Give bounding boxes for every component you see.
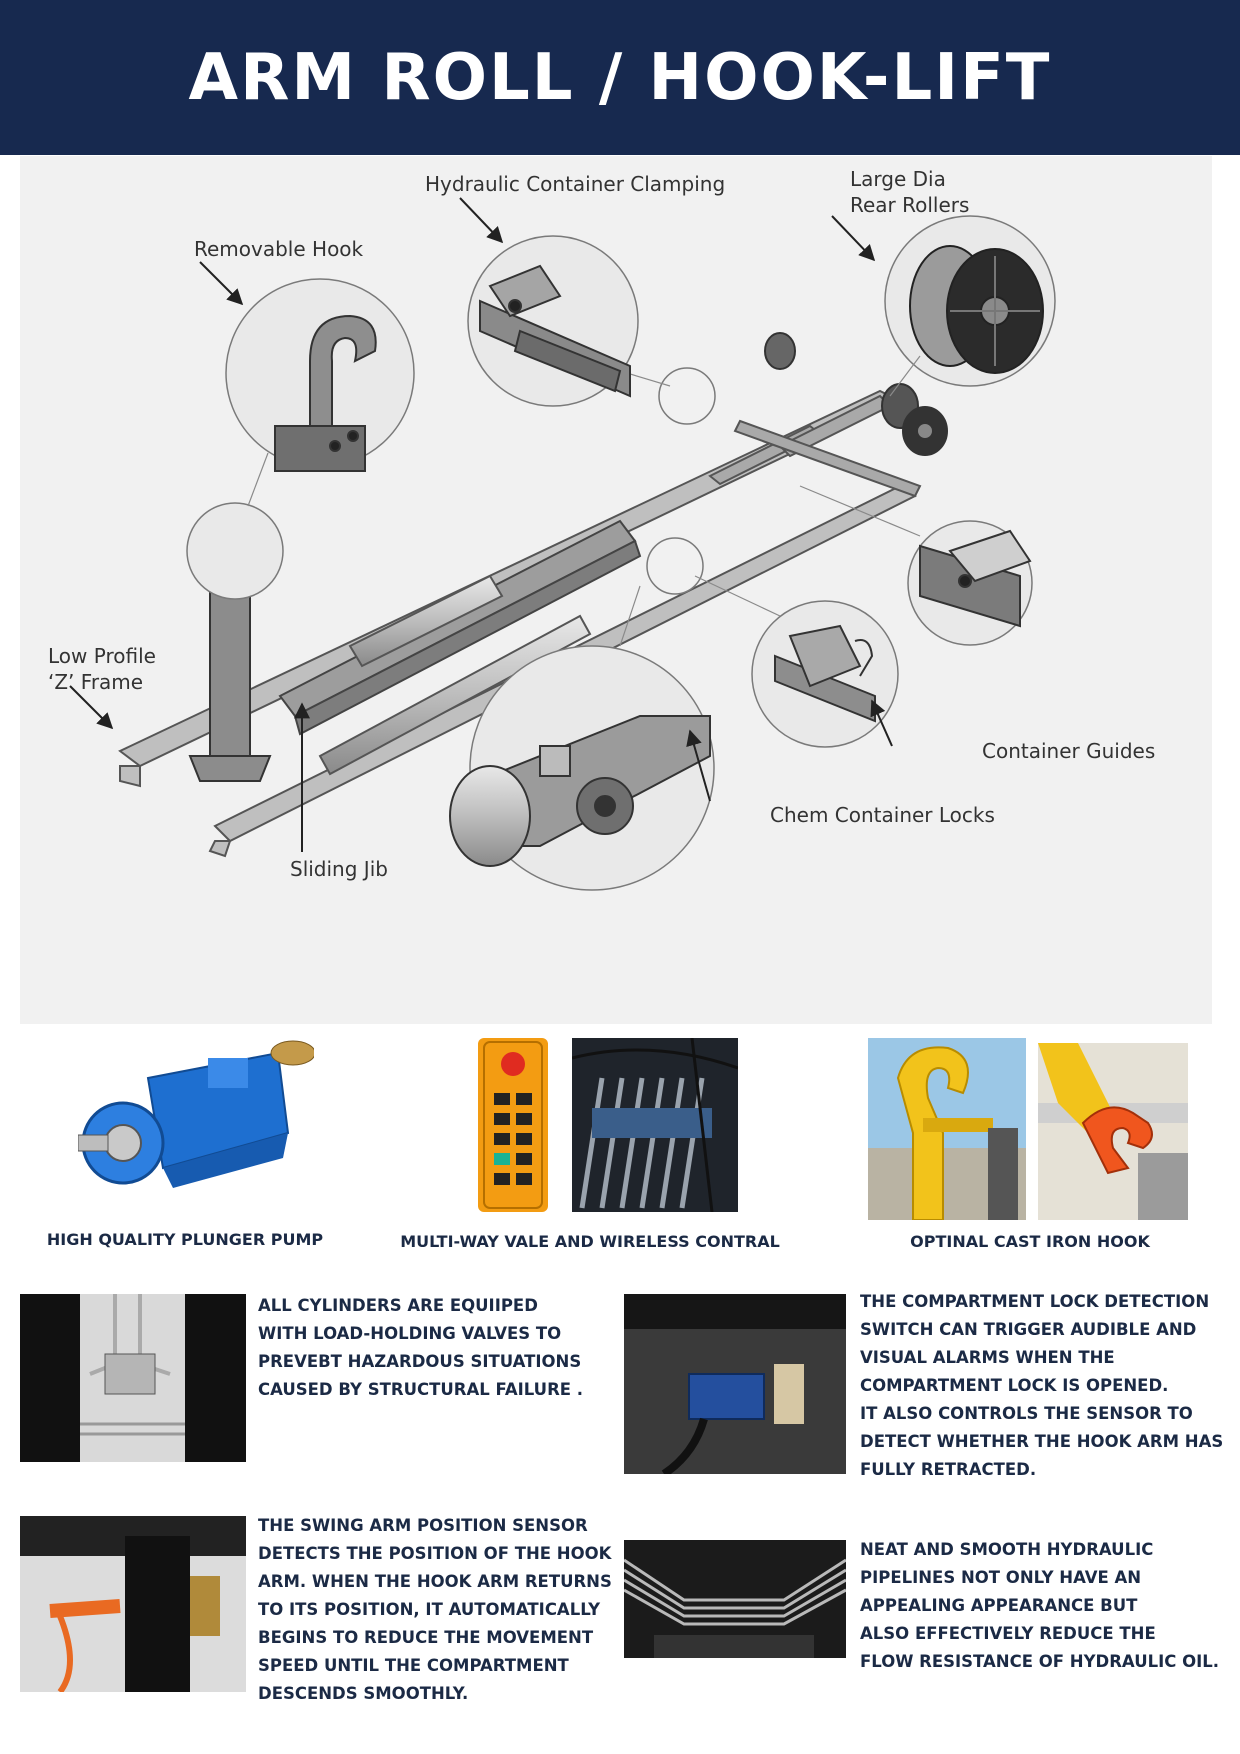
guide-block-detail — [919, 529, 1032, 628]
hook-lift-diagram: Hydraulic Container Clamping Large Dia R… — [20, 156, 1212, 1024]
pipelines-description: NEAT AND SMOOTH HYDRAULIC PIPELINES NOT … — [860, 1536, 1219, 1676]
page-title: ARM ROLL / HOOK-LIFT — [188, 40, 1052, 115]
text-line: DESCENDS SMOOTHLY. — [258, 1684, 469, 1703]
cylinders-photo — [20, 1294, 246, 1462]
text-line: DETECT WHETHER THE HOOK ARM HAS — [860, 1432, 1224, 1451]
text-line: DETECTS THE POSITION OF THE HOOK — [258, 1544, 612, 1563]
clamping-detail — [479, 264, 631, 398]
container-locks-detail — [449, 715, 711, 867]
pump-caption: HIGH QUALITY PLUNGER PUMP — [46, 1230, 324, 1249]
plunger-pump-photo — [78, 1038, 314, 1204]
callout-container-guides: Container Guides — [982, 739, 1156, 763]
container-guides-detail — [774, 624, 876, 723]
text-line: CAUSED BY STRUCTURAL FAILURE . — [258, 1380, 584, 1399]
diagram-illustration — [69, 197, 1056, 891]
text-line: THE COMPARTMENT LOCK DETECTION — [860, 1292, 1210, 1311]
valve-caption: MULTI-WAY VALE AND WIRELESS CONTRAL — [400, 1232, 780, 1251]
text-line: COMPARTMENT LOCK IS OPENED. — [860, 1376, 1169, 1395]
text-line: ALSO EFFECTIVELY REDUCE THE — [860, 1624, 1156, 1643]
callout-frame-line2: ‘Z’ Frame — [48, 670, 144, 694]
text-line: IT ALSO CONTROLS THE SENSOR TO — [860, 1404, 1193, 1423]
callout-removable-hook: Removable Hook — [194, 237, 364, 261]
swing-sensor-description: THE SWING ARM POSITION SENSOR DETECTS TH… — [258, 1512, 612, 1708]
hydraulic-cylinders — [318, 574, 592, 776]
text-line: SWITCH CAN TRIGGER AUDIBLE AND — [860, 1320, 1197, 1339]
text-line: ARM. WHEN THE HOOK ARM RETURNS — [258, 1572, 612, 1591]
callout-hydraulic-clamping: Hydraulic Container Clamping — [425, 172, 726, 196]
text-line: WITH LOAD-HOLDING VALVES TO — [258, 1324, 562, 1343]
callout-arrows — [69, 197, 893, 852]
pipelines-photo — [624, 1540, 846, 1658]
lock-detection-description: THE COMPARTMENT LOCK DETECTION SWITCH CA… — [860, 1288, 1223, 1484]
cross-members — [708, 394, 922, 498]
callout-sliding-jib: Sliding Jib — [290, 857, 388, 881]
lock-detection-photo — [624, 1294, 846, 1474]
text-line: FULLY RETRACTED. — [860, 1460, 1037, 1479]
text-line: VISUAL ALARMS WHEN THE — [860, 1348, 1115, 1367]
callout-container-locks: Chem Container Locks — [770, 803, 995, 827]
cylinders-description: ALL CYLINDERS ARE EQUIIPED WITH LOAD-HOL… — [258, 1292, 583, 1404]
hook-caption: OPTINAL CAST IRON HOOK — [910, 1232, 1150, 1251]
magnifier-connectors — [247, 355, 921, 647]
callout-rollers-line2: Rear Rollers — [850, 193, 970, 217]
page-header: ARM ROLL / HOOK-LIFT — [0, 0, 1240, 155]
text-line: PIPELINES NOT ONLY HAVE AN — [860, 1568, 1142, 1587]
callout-frame-line1: Low Profile — [48, 644, 156, 668]
text-line: FLOW RESISTANCE OF HYDRAULIC OIL. — [860, 1652, 1220, 1671]
multi-way-valve-photo — [572, 1038, 738, 1212]
text-line: TO ITS POSITION, IT AUTOMATICALLY — [258, 1600, 601, 1619]
text-line: BEGINS TO REDUCE THE MOVEMENT — [258, 1628, 594, 1647]
callout-rollers-line1: Large Dia — [850, 167, 946, 191]
removable-hook-detail — [274, 314, 377, 472]
text-line: PREVEBT HAZARDOUS SITUATIONS — [258, 1352, 582, 1371]
large-roller-detail — [909, 245, 1044, 374]
wireless-remote-photo — [478, 1038, 548, 1212]
text-line: ALL CYLINDERS ARE EQUIIPED — [258, 1296, 538, 1315]
text-line: THE SWING ARM POSITION SENSOR — [258, 1516, 588, 1535]
text-line: APPEALING APPEARANCE BUT — [860, 1596, 1138, 1615]
swing-sensor-photo — [20, 1516, 246, 1692]
orange-hook-photo — [1038, 1043, 1188, 1220]
text-line: NEAT AND SMOOTH HYDRAULIC — [860, 1540, 1154, 1559]
yellow-hook-photo — [868, 1038, 1026, 1220]
text-line: SPEED UNTIL THE COMPARTMENT — [258, 1656, 569, 1675]
